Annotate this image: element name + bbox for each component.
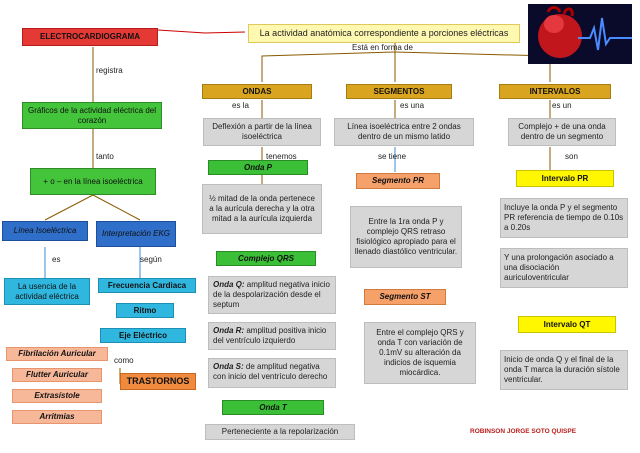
trastorno-item: Fibrilación Auricular [6, 347, 108, 361]
ritmo-box: Ritmo [116, 303, 174, 318]
heart-icon [538, 6, 632, 58]
onda-p-box: Onda P [208, 160, 308, 175]
intervalos-definition: Complejo + de una onda dentro de un segm… [508, 118, 616, 146]
intervalo-pr-box: Intervalo PR [516, 170, 614, 187]
onda-p-description: ½ mitad de la onda pertenece a la aurícu… [202, 184, 322, 234]
onda-r-text: amplitud positiva inicio del ventrículo … [213, 326, 327, 345]
onda-t-box: Onda T [222, 400, 324, 415]
ondas-header: ONDAS [202, 84, 312, 99]
intervalos-header: INTERVALOS [499, 84, 611, 99]
label-registra: registra [96, 66, 123, 75]
segmentos-header: SEGMENTOS [346, 84, 452, 99]
onda-q-text: amplitud negativa inicio de la despolari… [213, 280, 330, 309]
label-como: como [114, 356, 134, 365]
label-es-un: es un [552, 101, 572, 110]
intervalo-pr-description: Incluye la onda P y el segmento PR refer… [500, 198, 628, 238]
complejo-qrs-box: Complejo QRS [216, 251, 316, 266]
label-segun: según [140, 255, 162, 264]
onda-s-text: de amplitud negativa con inicio del vent… [213, 362, 328, 381]
ondas-definition: Deflexión a partir de la línea isoeléctr… [203, 118, 321, 146]
onda-s-description: Onda S: de amplitud negativa con inicio … [208, 358, 336, 388]
definition-box: La actividad anatómica correspondiente a… [248, 24, 520, 43]
onda-t-description: Perteneciente a la repolarización [205, 424, 355, 440]
label-se-tiene: se tiene [378, 152, 407, 161]
onda-s-label: Onda S: [213, 362, 244, 371]
onda-r-description: Onda R: amplitud positiva inicio del ven… [208, 322, 336, 350]
onda-q-description: Onda Q: amplitud negativa inicio de la d… [208, 276, 336, 314]
segmento-st-box: Segmento ST [364, 289, 446, 305]
interpretacion-ekg-box: Interpretación EKG [96, 221, 176, 247]
trastorno-item: Arritmias [12, 410, 102, 424]
label-tanto: tanto [96, 152, 114, 161]
intervalo-qt-box: Intervalo QT [518, 316, 616, 333]
author-credit: ROBINSON JORGE SOTO QUISPE [470, 428, 577, 435]
onda-q-label: Onda Q: [213, 280, 245, 289]
eje-box: Eje Eléctrico [100, 328, 186, 343]
frecuencia-box: Frecuencia Cardiaca [98, 278, 196, 293]
label-es-una: es una [400, 101, 425, 110]
usencia-box: La usencia de la actividad eléctrica [4, 278, 90, 305]
root-title: ELECTROCARDIOGRAMA [22, 28, 158, 46]
trastornos-box: TRASTORNOS [120, 373, 196, 390]
linea-isoelectrica-box: Línea Isoeléctrica [2, 221, 88, 241]
heart-ecg-image [528, 4, 632, 64]
intervalo-qt-description: Inicio de onda Q y el final de la onda T… [500, 350, 628, 390]
label-tenemos: tenemos [266, 152, 297, 161]
trastorno-item: Extrasístole [12, 389, 102, 403]
label-esta-en-forma-de: Está en forma de [352, 43, 413, 52]
label-son: son [565, 152, 578, 161]
label-es-la: es la [232, 101, 249, 110]
segmento-st-description: Entre el complejo QRS y onda T con varia… [364, 322, 476, 384]
graficos-box: Gráficos de la actividad eléctrica del c… [22, 102, 162, 129]
onda-r-label: Onda R: [213, 326, 245, 335]
segmento-pr-box: Segmento PR [356, 173, 440, 189]
segmentos-definition: Línea isoeléctrica entre 2 ondas dentro … [334, 118, 474, 146]
segmento-pr-description: Entre la 1ra onda P y complejo QRS retra… [350, 206, 462, 268]
label-es: es [52, 255, 61, 264]
trastorno-item: Flutter Auricular [12, 368, 102, 382]
intervalo-pr-prolongacion: Y una prolongación asociado a una disoci… [500, 248, 628, 288]
signo-box: + o – en la línea isoeléctrica [30, 168, 156, 195]
